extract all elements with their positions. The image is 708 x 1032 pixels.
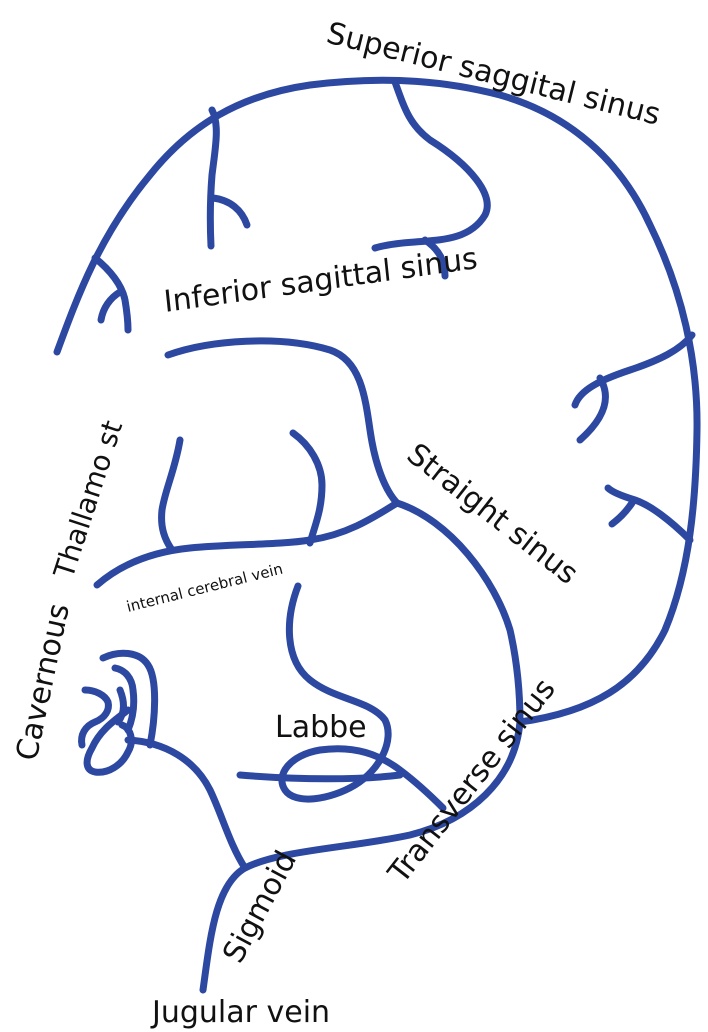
cortical-vein-2 bbox=[210, 110, 216, 246]
cortical-vein-3-branch bbox=[101, 292, 120, 320]
cortical-vein-4 bbox=[575, 335, 692, 405]
label-superior-sagittal-sinus: Superior saggital sinus bbox=[323, 16, 664, 133]
thalamostriate-vein-left bbox=[162, 440, 180, 550]
label-jugular-vein: Jugular vein bbox=[150, 995, 330, 1030]
label-transverse-sinus: Transverse sinus bbox=[381, 672, 563, 891]
label-thalamostriate: Thallamo st bbox=[47, 416, 129, 583]
label-inferior-sagittal-sinus: Inferior sagittal sinus bbox=[162, 241, 479, 320]
cortical-vein-1 bbox=[375, 82, 487, 248]
vessel-group bbox=[57, 80, 697, 990]
cavernous-loop-4 bbox=[118, 690, 124, 722]
label-labbe: Labbe bbox=[275, 710, 367, 745]
cortical-vein-5-branch bbox=[612, 503, 632, 524]
cavernous-to-sigmoid bbox=[128, 740, 245, 868]
label-internal-cerebral-vein: internal cerebral vein bbox=[125, 560, 285, 616]
thalamostriate-vein-right bbox=[293, 433, 322, 543]
labbe-tributary bbox=[240, 775, 400, 779]
superior-sagittal-sinus-path bbox=[57, 80, 697, 722]
inferior-sagittal-sinus-path bbox=[168, 341, 397, 503]
label-cavernous: Cavernous bbox=[10, 600, 77, 763]
cortical-vein-2-branch bbox=[213, 198, 247, 225]
